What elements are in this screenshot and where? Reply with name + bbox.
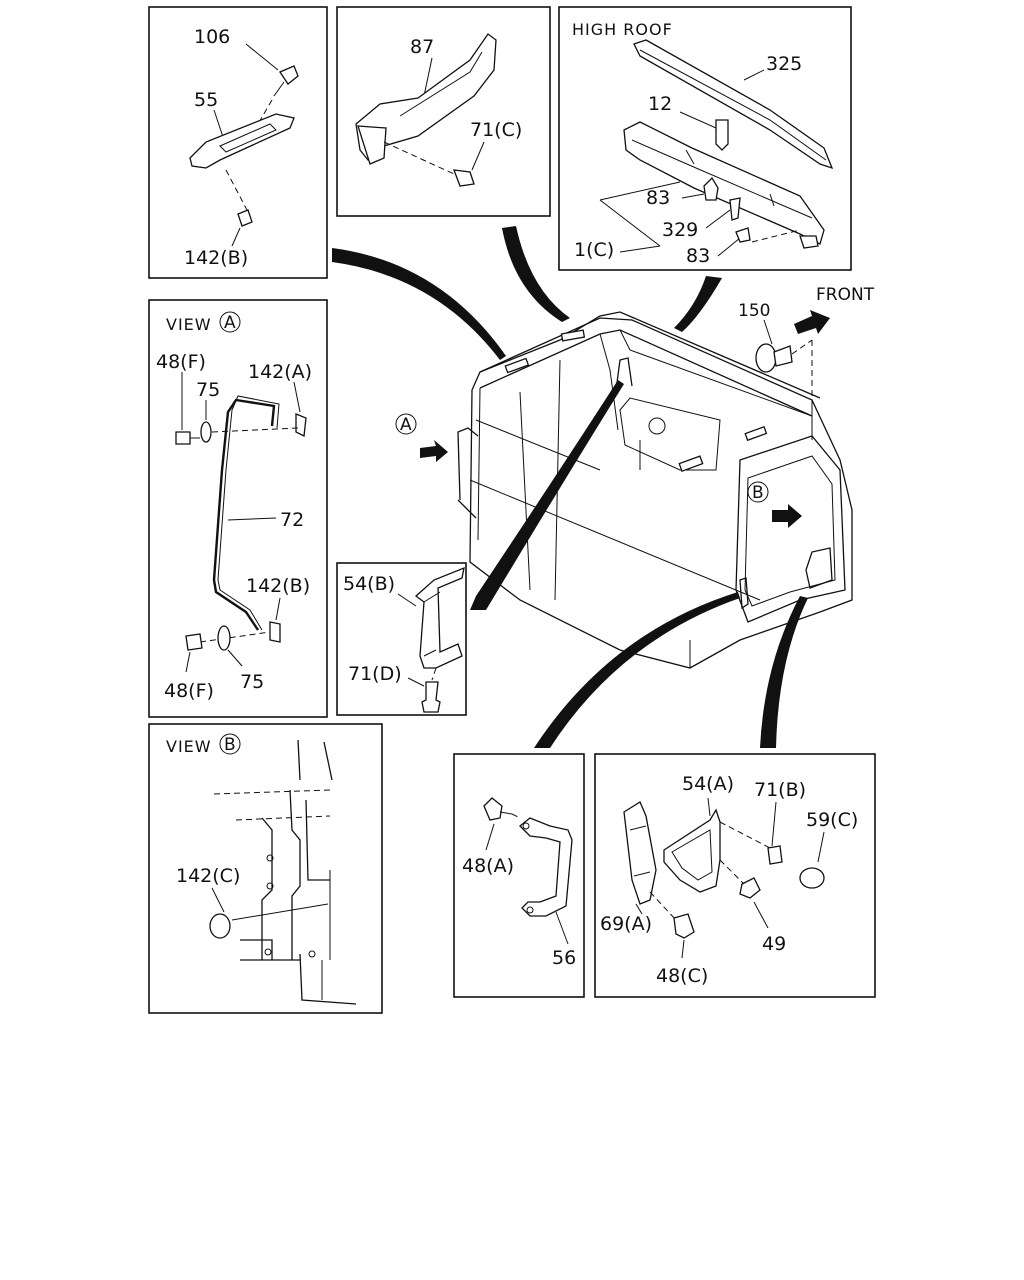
- svg-text:106: 106: [194, 26, 230, 48]
- svg-text:VIEW: VIEW: [166, 315, 212, 334]
- svg-text:A: A: [224, 313, 236, 333]
- svg-text:71(B): 71(B): [754, 779, 806, 801]
- svg-text:75: 75: [240, 671, 264, 693]
- front-arrow: FRONT: [794, 285, 875, 334]
- svg-text:FRONT: FRONT: [816, 285, 875, 305]
- svg-text:B: B: [752, 483, 764, 503]
- svg-text:75: 75: [196, 379, 220, 401]
- svg-text:71(C): 71(C): [470, 119, 522, 141]
- svg-text:87: 87: [410, 36, 434, 58]
- svg-text:142(C): 142(C): [176, 865, 240, 887]
- panel-step-grip: 54(A) 71(B) 59(C) 49 69(A) 48(C): [594, 753, 876, 998]
- svg-text:83: 83: [686, 245, 710, 267]
- panel-grip-87: 87 71(C): [336, 6, 551, 217]
- svg-text:12: 12: [648, 93, 672, 115]
- svg-text:329: 329: [662, 219, 698, 241]
- svg-text:54(A): 54(A): [682, 773, 734, 795]
- svg-text:B: B: [224, 735, 236, 755]
- svg-text:48(F): 48(F): [164, 680, 214, 702]
- svg-text:72: 72: [280, 509, 304, 531]
- svg-text:48(F): 48(F): [156, 351, 206, 373]
- panel-strap: 48(A) 56: [453, 753, 585, 998]
- svg-text:69(A): 69(A): [600, 913, 652, 935]
- svg-text:150: 150: [738, 301, 770, 321]
- callout-a: A: [395, 413, 448, 462]
- svg-text:142(B): 142(B): [184, 247, 248, 269]
- svg-text:A: A: [400, 415, 412, 435]
- svg-text:71(D): 71(D): [348, 663, 402, 685]
- svg-text:142(B): 142(B): [246, 575, 310, 597]
- panel-view-a: VIEW A 48(F) 75 142(A) 72 142(B) 48(F) 7…: [148, 299, 328, 718]
- svg-text:1(C): 1(C): [574, 239, 614, 261]
- part-150: 150: [738, 301, 813, 373]
- panel-view-b: VIEW B 142(C): [148, 723, 383, 1014]
- svg-text:55: 55: [194, 89, 218, 111]
- svg-text:83: 83: [646, 187, 670, 209]
- svg-text:59(C): 59(C): [806, 809, 858, 831]
- cab-body: A B FRONT 150: [395, 285, 875, 669]
- svg-text:48(A): 48(A): [462, 855, 514, 877]
- panel-high-roof: HIGH ROOF 325 12 83 329 1(C) 83: [558, 6, 852, 271]
- svg-text:48(C): 48(C): [656, 965, 708, 987]
- svg-text:142(A): 142(A): [248, 361, 312, 383]
- svg-text:325: 325: [766, 53, 802, 75]
- svg-text:49: 49: [762, 933, 786, 955]
- svg-text:HIGH ROOF: HIGH ROOF: [572, 20, 673, 39]
- callout-b: B: [747, 481, 802, 528]
- panel-roof-handle: 106 55 142(B): [148, 6, 328, 279]
- connector-leaders: [332, 226, 808, 748]
- svg-text:54(B): 54(B): [343, 573, 395, 595]
- svg-text:VIEW: VIEW: [166, 737, 212, 756]
- svg-text:56: 56: [552, 947, 576, 969]
- panel-grip-54b: 54(B) 71(D): [336, 562, 467, 716]
